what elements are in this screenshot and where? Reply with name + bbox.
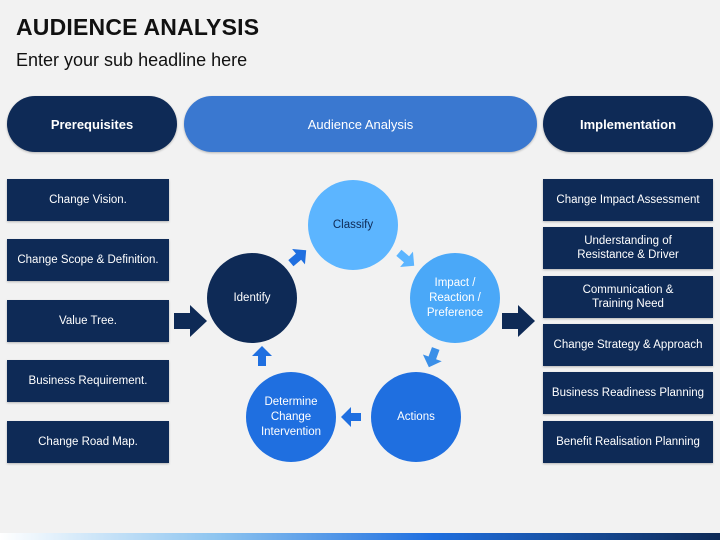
implementation-header: Implementation <box>543 96 713 152</box>
prerequisite-item: Change Road Map. <box>7 421 169 463</box>
implementation-item: Change Strategy & Approach <box>543 324 713 366</box>
implementation-item: Communication & Training Need <box>543 276 713 318</box>
determine-change-intervention-circle: Determine Change Intervention <box>246 372 336 462</box>
arrow-down-icon <box>422 347 442 368</box>
identify-circle: Identify <box>207 253 297 343</box>
page-subtitle: Enter your sub headline here <box>16 50 248 70</box>
arrow-right-icon <box>174 305 207 337</box>
prerequisite-item: Value Tree. <box>7 300 169 342</box>
classify-circle: Classify <box>308 180 398 270</box>
implementation-item: Change Impact Assessment <box>543 179 713 221</box>
arrow-right-icon <box>502 305 535 337</box>
page-title: AUDIENCE ANALYSIS <box>16 14 260 40</box>
prerequisite-item: Change Vision. <box>7 179 169 221</box>
arrow-up-right-icon <box>288 249 307 267</box>
impact-reaction-preference-circle: Impact / Reaction / Preference <box>410 253 500 343</box>
actions-circle: Actions <box>371 372 461 462</box>
implementation-item: Benefit Realisation Planning <box>543 421 713 463</box>
prerequisite-item: Change Scope & Definition. <box>7 239 169 281</box>
implementation-item: Business Readiness Planning <box>543 372 713 414</box>
arrow-left-icon <box>341 407 361 427</box>
arrow-down-right-icon <box>396 249 415 267</box>
audience-analysis-header: Audience Analysis <box>184 96 537 152</box>
prerequisites-header: Prerequisites <box>7 96 177 152</box>
implementation-item: Understanding of Resistance & Driver <box>543 227 713 269</box>
prerequisite-item: Business Requirement. <box>7 360 169 402</box>
bottom-gradient-bar <box>0 533 720 540</box>
arrow-up-icon <box>252 346 272 366</box>
